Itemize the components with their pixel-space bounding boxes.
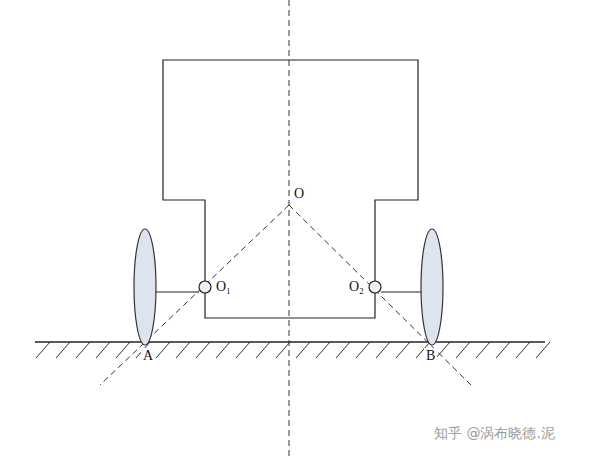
point-label: O₁ <box>214 279 233 295</box>
hatch-stroke <box>256 342 270 358</box>
right-axle <box>381 291 426 292</box>
vehicle-body <box>163 60 418 318</box>
hatch-stroke <box>516 342 530 358</box>
watermark: 知乎 @涡布晓德.泥 <box>432 425 557 441</box>
right-pivot <box>369 281 381 293</box>
hatch-stroke <box>36 342 50 358</box>
roll-line-left <box>100 205 289 385</box>
left-wheel <box>134 229 156 345</box>
hatch-stroke <box>276 342 290 358</box>
center-line <box>289 0 290 456</box>
right-wheel <box>421 229 443 345</box>
hatch-stroke <box>196 342 210 358</box>
hatch-stroke <box>236 342 250 358</box>
ground-line <box>35 341 545 342</box>
hatch-stroke <box>176 342 190 358</box>
ground-hatching <box>36 342 550 358</box>
left-axle <box>152 291 199 292</box>
hatch-stroke <box>396 342 410 358</box>
left-pivot <box>199 281 211 293</box>
hatch-stroke <box>156 342 170 358</box>
hatch-stroke <box>536 342 550 358</box>
hatch-stroke <box>356 342 370 358</box>
hatch-stroke <box>76 342 90 358</box>
hatch-stroke <box>376 342 390 358</box>
hatch-stroke <box>456 342 470 358</box>
hatch-stroke <box>116 342 130 358</box>
point-label: B <box>424 348 437 364</box>
hatch-stroke <box>316 342 330 358</box>
hatch-stroke <box>436 342 450 358</box>
roll-line-right <box>289 205 472 386</box>
hatch-stroke <box>216 342 230 358</box>
hatch-stroke <box>336 342 350 358</box>
hatch-stroke <box>56 342 70 358</box>
hatch-stroke <box>296 342 310 358</box>
hatch-stroke <box>96 342 110 358</box>
point-label: O₂ <box>347 279 366 295</box>
hatch-stroke <box>476 342 490 358</box>
point-label: O <box>292 186 306 202</box>
point-label: A <box>141 348 155 364</box>
hatch-stroke <box>496 342 510 358</box>
